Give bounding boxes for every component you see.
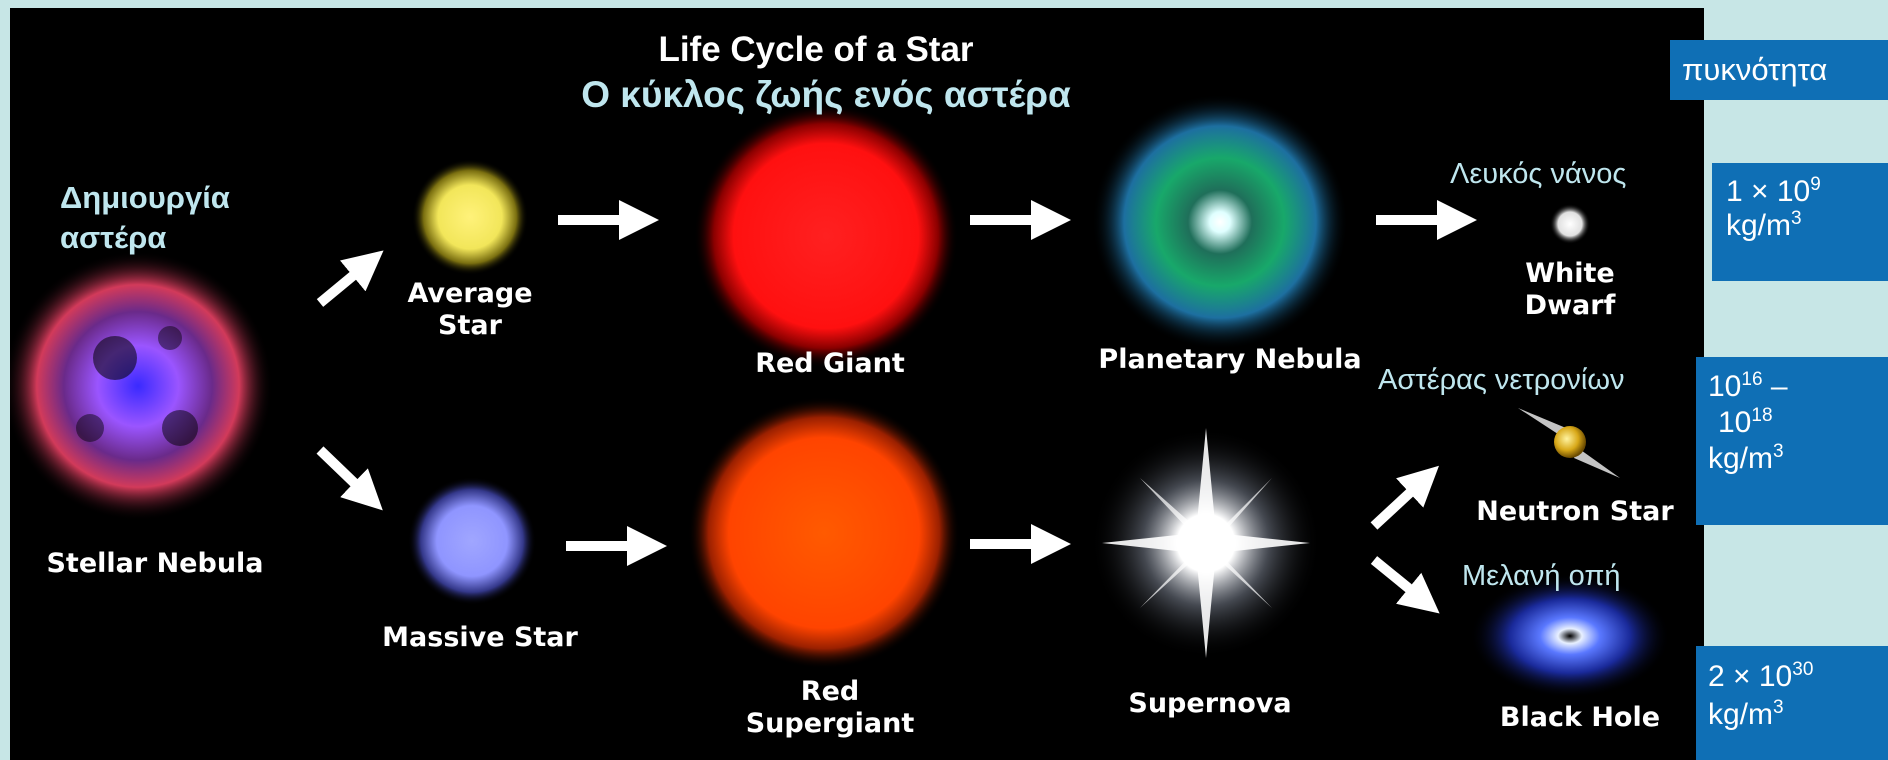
black-hole-greek-label: Μελανή οπή <box>1462 560 1620 593</box>
star-formation-label-line1: Δημιουργία <box>60 180 230 216</box>
average-star-graphic <box>412 159 528 275</box>
red-supergiant-graphic <box>688 397 960 669</box>
title-greek: Ο κύκλος ζωής ενός αστέρα <box>486 74 1166 116</box>
red-giant-graphic <box>694 104 958 368</box>
black-hole-density-unit: kg/m <box>1708 698 1773 731</box>
neutron-star-density-unit-exponent: 3 <box>1773 441 1784 462</box>
arrow-supernova-to-neutron <box>1374 476 1428 526</box>
neutron-star-density-unit: kg/m <box>1708 442 1773 475</box>
neutron-star-density-high-base: 10 <box>1718 406 1751 439</box>
neutron-star-density-low-base: 10 <box>1708 370 1741 403</box>
white-dwarf-density-unit-exponent: 3 <box>1791 208 1802 229</box>
white-dwarf-density-box: 1 × 109 kg/m3 <box>1712 163 1888 281</box>
planetary-nebula-graphic <box>1092 94 1348 350</box>
star-formation-label-line2: αστέρα <box>60 220 166 256</box>
red-supergiant-label-line2: Supergiant <box>710 708 950 740</box>
arrow-supernova-to-blackhole <box>1374 560 1428 604</box>
planetary-nebula-label: Planetary Nebula <box>1070 344 1390 376</box>
neutron-star-greek-label: Αστέρας νετρονίων <box>1378 364 1625 397</box>
white-dwarf-density-mantissa: 1 × 10 <box>1726 175 1810 208</box>
massive-star-graphic <box>408 477 536 605</box>
neutron-star-density-low-exponent: 16 <box>1741 369 1762 390</box>
white-dwarf-graphic <box>1550 204 1590 244</box>
neutron-star-density-dash: – <box>1771 370 1788 403</box>
density-header: πυκνότητα <box>1682 52 1827 87</box>
white-dwarf-density-unit: kg/m <box>1726 209 1791 242</box>
black-hole-label: Black Hole <box>1480 702 1680 734</box>
black-hole-density-exponent: 30 <box>1792 659 1813 680</box>
massive-star-label: Massive Star <box>370 622 590 654</box>
black-hole-density-box: 2 × 1030 kg/m3 <box>1696 646 1888 760</box>
neutron-star-density-box: 1016 – 1018 kg/m3 <box>1696 357 1888 525</box>
diagram-panel: Life Cycle of a Star Ο κύκλος ζωής ενός … <box>10 8 1704 760</box>
arrow-nebula-to-average <box>320 260 372 303</box>
red-giant-label: Red Giant <box>710 348 950 380</box>
neutron-star-label: Neutron Star <box>1460 496 1690 528</box>
stellar-nebula-graphic <box>10 251 273 521</box>
supernova-graphic <box>1091 428 1321 658</box>
density-header-box: πυκνότητα <box>1670 40 1888 100</box>
white-dwarf-greek-label: Λευκός νάνος <box>1450 158 1626 191</box>
red-supergiant-label-line1: Red <box>710 676 950 708</box>
average-star-label-line1: Average <box>400 278 540 310</box>
supernova-label: Supernova <box>1110 688 1310 720</box>
white-dwarf-density-exponent: 9 <box>1810 174 1821 195</box>
white-dwarf-label-line2: Dwarf <box>1510 290 1630 322</box>
stellar-nebula-label: Stellar Nebula <box>30 548 280 580</box>
title-english: Life Cycle of a Star <box>636 30 996 70</box>
arrow-nebula-to-massive <box>320 450 372 500</box>
average-star-label-line2: Star <box>400 310 540 342</box>
neutron-star-density-high-exponent: 18 <box>1751 405 1772 426</box>
black-hole-density-unit-exponent: 3 <box>1773 697 1784 718</box>
black-hole-density-mantissa: 2 × 10 <box>1708 660 1792 693</box>
neutron-star-graphic <box>1518 408 1620 478</box>
white-dwarf-label-line1: White <box>1510 258 1630 290</box>
